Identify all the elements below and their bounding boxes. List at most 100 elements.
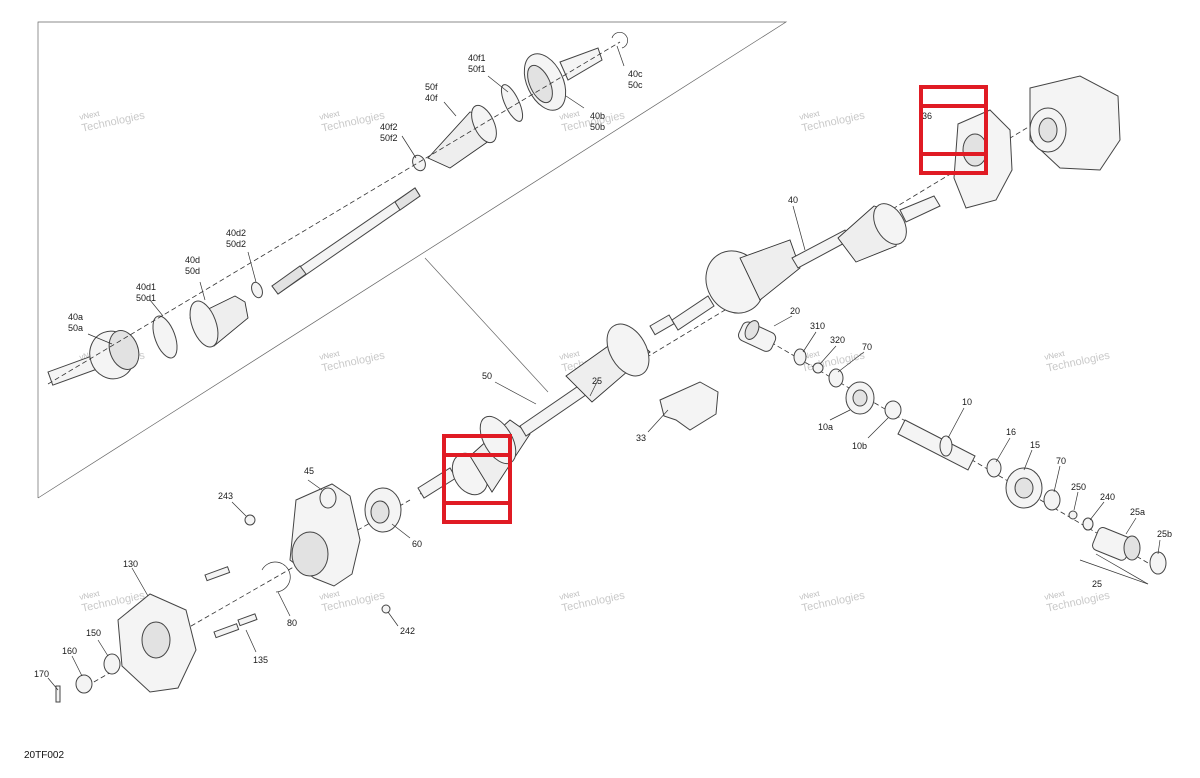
label-50f2: 50f2 [380, 133, 398, 143]
inner-cv-housing [47, 330, 140, 386]
svg-text:vNext: vNext [319, 109, 342, 122]
label-150: 150 [86, 628, 101, 638]
highlight-center [442, 434, 512, 524]
inset-shaft [271, 187, 421, 295]
highlight-boxes [442, 85, 988, 524]
label-50d: 50d [185, 266, 200, 276]
nut-250 [1068, 510, 1078, 520]
svg-text:vNext: vNext [319, 589, 342, 602]
svg-text:vNext: vNext [79, 589, 102, 602]
label-20: 20 [790, 306, 800, 316]
svg-text:vNext: vNext [559, 349, 582, 362]
washer-240 [1082, 517, 1094, 531]
inner-boot-40d [189, 295, 249, 348]
label-50f1: 50f1 [468, 64, 486, 74]
label-10a: 10a [818, 422, 833, 432]
label-25a: 25a [1130, 507, 1145, 517]
label-60: 60 [412, 539, 422, 549]
label-50c: 50c [628, 80, 643, 90]
svg-text:vNext: vNext [79, 109, 102, 122]
label-50d2: 50d2 [226, 239, 246, 249]
label-50f: 50f [425, 82, 438, 92]
label-135: 135 [253, 655, 268, 665]
label-50b: 50b [590, 122, 605, 132]
nut-160 [75, 674, 93, 694]
circlip-80 [261, 561, 291, 593]
outer-boot-40f [427, 104, 497, 169]
boot-clamp-40d1 [152, 315, 178, 359]
label-16: 16 [1006, 427, 1016, 437]
cap-25a [1092, 527, 1141, 561]
label-40: 40 [788, 195, 798, 205]
boot-clamp-40f1 [500, 84, 524, 122]
heat-shield-33 [659, 381, 719, 431]
label-50: 50 [482, 371, 492, 381]
bearing-10a [845, 381, 875, 415]
label-25b: 25b [1157, 529, 1172, 539]
label-40d2: 40d2 [226, 228, 246, 238]
outer-cv-40 [837, 195, 941, 263]
label-170: 170 [34, 669, 49, 679]
label-250: 250 [1071, 482, 1086, 492]
upper-right-knuckle-hub [953, 75, 1121, 209]
lower-left-assembly [55, 483, 411, 703]
svg-text:vNext: vNext [799, 109, 822, 122]
knuckle-45 [289, 483, 361, 587]
label-160: 160 [62, 646, 77, 656]
circlip-40c [611, 32, 628, 49]
label-40b: 40b [590, 111, 605, 121]
label-50a: 50a [68, 323, 83, 333]
inset-halfshaft [47, 32, 628, 386]
label-40d1: 40d1 [136, 282, 156, 292]
label-70b: 70 [1056, 456, 1066, 466]
oring-70b [1043, 489, 1061, 511]
label-50d1: 50d1 [136, 293, 156, 303]
washer-310 [793, 348, 807, 366]
cotter-pin-170 [55, 685, 61, 703]
inset-frame [37, 21, 788, 499]
inner-cv-40 [705, 239, 801, 314]
label-130: 130 [123, 559, 138, 569]
label-40f: 40f [425, 93, 438, 103]
label-10b: 10b [852, 441, 867, 451]
nut-242 [381, 604, 391, 614]
washer-150 [103, 653, 121, 675]
bolt-243 [244, 514, 256, 526]
right-bearing-parts [738, 320, 1167, 575]
label-15: 15 [1030, 440, 1040, 450]
label-36: 36 [922, 111, 932, 121]
nut-320 [812, 362, 824, 374]
inner-cv-50 [565, 314, 675, 403]
svg-text:vNext: vNext [1044, 589, 1067, 602]
housing-15 [1005, 467, 1043, 509]
svg-text:vNext: vNext [1044, 349, 1067, 362]
outer-cv-joint-40b [523, 47, 603, 111]
shaft-10 [897, 419, 976, 471]
stud-135c [237, 613, 258, 627]
label-320: 320 [830, 335, 845, 345]
small-clamp-40d2 [251, 281, 263, 299]
label-25: 25 [592, 376, 602, 386]
label-40f2: 40f2 [380, 122, 398, 132]
label-242: 242 [400, 626, 415, 636]
label-45: 45 [304, 466, 314, 476]
main-driveshaft [417, 119, 1041, 499]
stud-135a [204, 566, 231, 582]
label-243: 243 [218, 491, 233, 501]
label-40c: 40c [628, 69, 643, 79]
ring-10b [884, 400, 902, 420]
svg-text:vNext: vNext [559, 109, 582, 122]
diagram-reference-code: 20TF002 [24, 750, 65, 761]
label-40f1: 40f1 [468, 53, 486, 63]
label-80: 80 [287, 618, 297, 628]
label-33: 33 [636, 433, 646, 443]
svg-text:vNext: vNext [319, 349, 342, 362]
hub-130 [117, 593, 197, 693]
ring-25b [1149, 551, 1167, 575]
label-25c: 25 [1092, 579, 1102, 589]
leader-lines [47, 45, 1161, 691]
stud-135b [213, 623, 240, 639]
oring-70a [828, 368, 844, 388]
highlight-top-right [919, 85, 988, 175]
